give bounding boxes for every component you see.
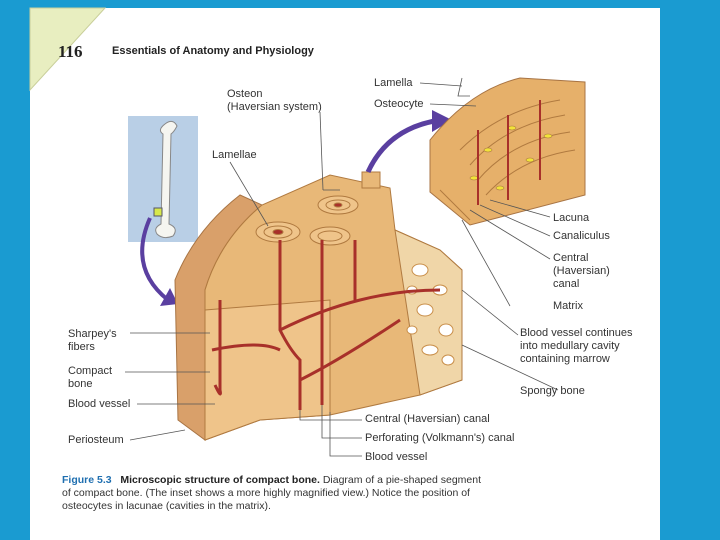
osteon-3 [309, 226, 351, 246]
osteon-sample-block [361, 171, 381, 189]
label-osteocyte: Osteocyte [374, 98, 424, 110]
magnify-arrow [365, 117, 441, 174]
label-compact-bone: Compact bone [68, 365, 113, 390]
blood-vessels [211, 240, 441, 410]
spongy-bone-cavities [406, 263, 455, 366]
femur-highlight-box [153, 207, 163, 217]
label-blood-vessel-continues: Blood vessel continues into medullary ca… [520, 327, 633, 365]
label-sharpeys-fibers: Sharpey's fibers [68, 328, 117, 353]
figure-title: Microscopic structure of compact bone. [120, 474, 320, 486]
page-number: 116 [58, 42, 83, 61]
label-blood-vessel-bottom: Blood vessel [365, 451, 428, 463]
label-canaliculus: Canaliculus [553, 230, 610, 242]
label-lamellae: Lamellae [212, 149, 257, 161]
inset-arrowhead [160, 288, 178, 306]
inset-arrow [140, 217, 170, 302]
label-matrix: Matrix [553, 300, 583, 312]
osteon-2 [317, 195, 359, 215]
magnified-vessels [477, 100, 541, 205]
leader-lines [125, 77, 559, 457]
label-blood-vessel-left: Blood vessel [68, 398, 131, 410]
label-spongy-bone: Spongy bone [520, 385, 585, 397]
label-central-canal-bottom: Central (Haversian) canal [365, 413, 490, 425]
running-head: Essentials of Anatomy and Physiology [112, 45, 314, 57]
page-corner-fold [29, 7, 107, 92]
femur-icon [155, 120, 178, 239]
figure-caption: Figure 5.3 Microscopic structure of comp… [62, 474, 482, 513]
osteon-1 [255, 221, 301, 243]
label-osteon: Osteon (Haversian system) [227, 88, 322, 113]
label-central-canal-right: Central (Haversian) canal [553, 252, 610, 290]
figure-caption-text: Diagram of a pie-shaped segment of compa… [62, 474, 482, 512]
figure-number: Figure 5.3 [62, 474, 112, 486]
magnify-arrowhead [432, 110, 452, 132]
osteocytes [469, 125, 553, 191]
label-perforating-canal: Perforating (Volkmann's) canal [365, 432, 515, 444]
label-lacuna: Lacuna [553, 212, 590, 224]
label-periosteum: Periosteum [68, 434, 124, 446]
label-lamella: Lamella [374, 77, 413, 89]
wedge-front-face [204, 299, 331, 441]
